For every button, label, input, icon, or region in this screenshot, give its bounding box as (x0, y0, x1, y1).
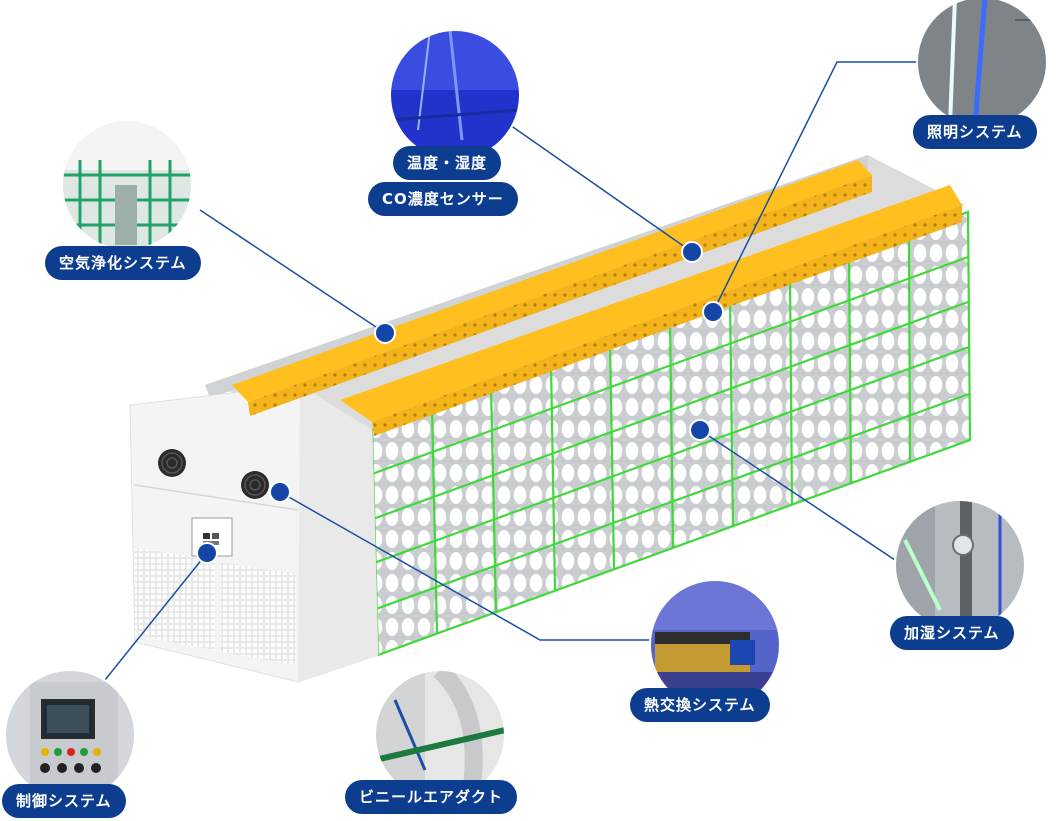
marker-control (196, 542, 218, 564)
marker-heat-exchange (269, 481, 291, 503)
temperature-sensor-photo (390, 30, 520, 160)
air-purification-photo (62, 120, 192, 250)
yellow-duct-back (232, 160, 872, 402)
marker-humidification (689, 419, 711, 441)
fan-icon (241, 471, 269, 499)
led-light-photo (917, 0, 1047, 127)
label-temperature-humidity: 温度・湿度 (393, 146, 502, 180)
container-unit (129, 155, 972, 683)
label-vinyl-air-duct: ビニールエアダクト (345, 780, 518, 814)
label-co-sensor: CO濃度センサー (368, 182, 518, 216)
humidifier-photo (895, 500, 1025, 630)
label-heat-exchange: 熱交換システム (630, 688, 770, 722)
label-lighting: 照明システム (913, 115, 1037, 149)
yellow-duct-front (340, 185, 962, 422)
end-panel-side (298, 385, 378, 682)
label-control: 制御システム (2, 784, 126, 818)
marker-lighting (702, 301, 724, 323)
fan-icon (158, 449, 186, 477)
leader-lines (104, 61, 920, 681)
label-humidification: 加湿システム (890, 616, 1014, 650)
marker-dots (196, 241, 724, 564)
marker-temperature-sensor (681, 241, 703, 263)
marker-air-purification (374, 322, 396, 344)
intake-vent-right (220, 562, 296, 665)
label-air-purification: 空気浄化システム (45, 246, 201, 280)
control-panel-photo (5, 670, 135, 800)
intake-vent-left (135, 548, 215, 650)
